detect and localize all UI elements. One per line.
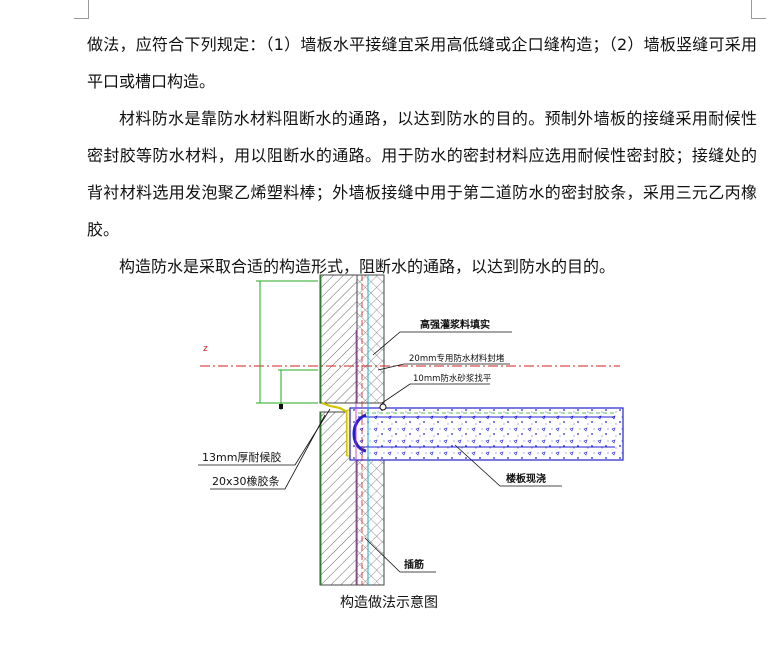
construction-diagram: z 高强灌浆料填实 20mm专用防水材料封堵 10mm防水砂浆找平 13mm厚耐… xyxy=(198,274,624,586)
label-grout: 高强灌浆料填实 xyxy=(420,318,490,331)
page-corner-mark-left xyxy=(74,0,89,19)
label-seal-20mm: 20mm专用防水材料封堵 xyxy=(409,353,505,364)
label-gel-13mm: 13mm厚耐候胶 xyxy=(202,450,281,464)
label-cast-slab: 楼板现浇 xyxy=(506,472,546,485)
dimension-mark: z xyxy=(203,344,208,354)
label-seal-10mm: 10mm防水砂浆找平 xyxy=(413,373,492,384)
page-corner-mark-right xyxy=(751,0,766,19)
document-body: 做法，应符合下列规定：（1）墙板水平接缝宜采用高低缝或企口缝构造；（2）墙板竖缝… xyxy=(87,26,757,285)
dimension-tick xyxy=(279,404,283,409)
dimension-lines xyxy=(256,280,318,410)
paragraph-2: 材料防水是靠防水材料阻断水的通路，以达到防水的目的。预制外墙板的接缝采用耐候性密… xyxy=(87,109,757,239)
upper-wall-panel xyxy=(319,274,385,404)
label-rebar: 插筋 xyxy=(404,558,424,571)
lower-wall-panel xyxy=(319,411,385,586)
backer-rod xyxy=(379,403,387,411)
figure-caption: 构造做法示意图 xyxy=(340,595,438,611)
cast-slab xyxy=(349,407,624,461)
paragraph-1: 做法，应符合下列规定：（1）墙板水平接缝宜采用高低缝或企口缝构造；（2）墙板竖缝… xyxy=(87,35,757,91)
paragraph-3: 构造防水是采取合适的构造形式，阻断水的通路，以达到防水的目的。 xyxy=(119,257,616,276)
leader-lines xyxy=(198,331,562,573)
label-rubber-strip: 20x30橡胶条 xyxy=(212,474,280,488)
